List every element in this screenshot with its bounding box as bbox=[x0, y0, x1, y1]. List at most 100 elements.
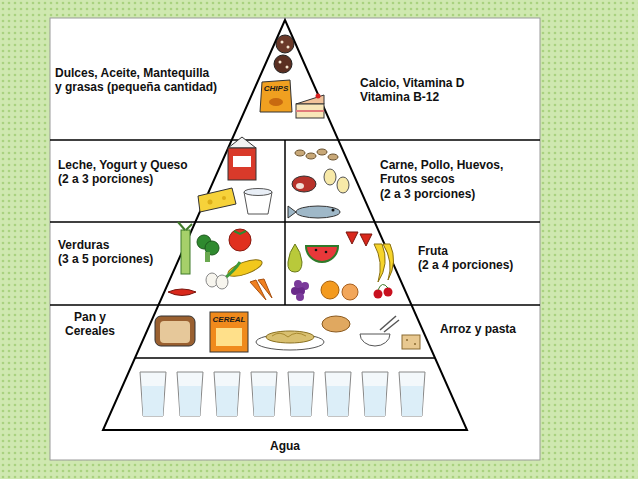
text-column: Fruta(2 a 4 porciones) bbox=[418, 244, 530, 273]
fruit-icons bbox=[342, 284, 358, 300]
water-glasses bbox=[140, 372, 166, 416]
tier-band: Pan y Cereales Arroz y pasta bbox=[50, 305, 540, 358]
grain-icons bbox=[210, 312, 248, 352]
vegetable-icons bbox=[205, 252, 210, 262]
grain-icons bbox=[414, 343, 416, 345]
protein-icons bbox=[292, 176, 316, 192]
text-column: Calcio, Vitamina D Vitamina B-12 bbox=[360, 76, 490, 105]
package-label: CEREAL bbox=[210, 316, 248, 324]
water-glasses bbox=[362, 372, 388, 416]
grain-icons bbox=[155, 312, 420, 352]
sweets-icons bbox=[279, 61, 282, 64]
dairy-icons bbox=[198, 188, 236, 212]
background bbox=[50, 18, 540, 460]
text-column: Leche, Yogurt y Queso(2 a 3 porciones) bbox=[58, 158, 208, 187]
tier-band: Agua bbox=[50, 358, 540, 460]
sweets-icons bbox=[269, 98, 283, 106]
sweets-icons bbox=[296, 104, 324, 118]
sweets-icons bbox=[286, 66, 289, 69]
text-column: Pan y Cereales bbox=[55, 310, 125, 339]
grain-icons bbox=[216, 328, 242, 346]
dairy-icons bbox=[228, 148, 256, 180]
fruit-icons bbox=[321, 281, 339, 299]
group-label: Leche, Yogurt y Queso bbox=[58, 158, 208, 172]
vegetable-icons bbox=[181, 230, 190, 274]
water-glasses bbox=[253, 386, 275, 416]
grain-icons bbox=[266, 331, 314, 343]
sweets-icons bbox=[296, 110, 324, 112]
protein-icons bbox=[328, 154, 338, 160]
protein-icons bbox=[296, 206, 340, 218]
water-glasses bbox=[399, 372, 425, 416]
vegetable-icons bbox=[168, 222, 272, 300]
tier-band: Leche, Yogurt y Queso(2 a 3 porciones) Ca… bbox=[50, 140, 540, 222]
text-column: Verduras(3 a 5 porciones) bbox=[58, 238, 170, 267]
group-label: Pan y Cereales bbox=[55, 310, 125, 339]
sweets-icons bbox=[316, 94, 321, 99]
vegetable-icons bbox=[225, 262, 240, 278]
fruit-icons bbox=[378, 284, 388, 290]
water-glasses bbox=[216, 386, 238, 416]
water-glasses bbox=[251, 372, 277, 416]
fruit-icons bbox=[296, 293, 304, 301]
text-column: Agua bbox=[235, 439, 335, 453]
water-glasses bbox=[140, 372, 425, 416]
protein-icons bbox=[288, 149, 349, 218]
vegetable-icons bbox=[186, 224, 192, 230]
dairy-icons bbox=[208, 200, 213, 205]
water-glasses bbox=[325, 372, 351, 416]
text-column: Arroz y pasta bbox=[440, 322, 535, 336]
pyramid-outline bbox=[135, 357, 435, 359]
group-label: (2 a 3 porciones) bbox=[58, 172, 208, 186]
vegetable-icons bbox=[234, 231, 246, 234]
water-glasses bbox=[214, 372, 240, 416]
group-label: (3 a 5 porciones) bbox=[58, 252, 170, 266]
fruit-icons bbox=[384, 288, 393, 297]
sweets-icons bbox=[287, 46, 290, 49]
water-glasses bbox=[288, 372, 314, 416]
water-glasses bbox=[251, 372, 277, 416]
vegetable-icons bbox=[258, 279, 272, 298]
fruit-icons bbox=[325, 251, 328, 254]
sweets-icons bbox=[281, 41, 284, 44]
fruit-icons bbox=[346, 232, 358, 244]
text-column: Dulces, Aceite, Mantequilla y grasas (pe… bbox=[55, 66, 219, 95]
protein-icons bbox=[295, 150, 305, 156]
grain-icons bbox=[155, 316, 195, 346]
water-glasses bbox=[362, 372, 388, 416]
vegetable-icons bbox=[168, 289, 196, 296]
sweets-icons bbox=[274, 55, 292, 73]
water-glasses bbox=[140, 372, 166, 416]
fruit-icons bbox=[315, 249, 318, 252]
water-glasses bbox=[401, 386, 423, 416]
grain-icons bbox=[322, 316, 350, 332]
grain-icons bbox=[272, 333, 306, 337]
water-glasses bbox=[177, 372, 203, 416]
fruit-icons bbox=[374, 290, 383, 299]
water-glasses bbox=[142, 386, 164, 416]
pyramid-outline bbox=[50, 304, 540, 306]
sweets-icons bbox=[260, 80, 292, 112]
water-glasses bbox=[179, 386, 201, 416]
vegetable-icons bbox=[216, 275, 228, 289]
sweets-icons bbox=[260, 35, 324, 118]
group-label: Calcio, Vitamina D Vitamina B-12 bbox=[360, 76, 490, 105]
group-label: Agua bbox=[235, 439, 335, 453]
fruit-icons bbox=[383, 244, 394, 280]
fruit-icons bbox=[288, 232, 394, 301]
vegetable-icons bbox=[229, 229, 251, 251]
group-label: Fruta bbox=[418, 244, 530, 258]
package-label: CHIPS bbox=[262, 85, 290, 93]
tier-band: Dulces, Aceite, Mantequilla y grasas (pe… bbox=[50, 18, 540, 140]
water-glasses bbox=[288, 372, 314, 416]
pyramid-outline bbox=[50, 221, 540, 223]
tier-band: Verduras(3 a 5 porciones) Fruta(2 a 4 por… bbox=[50, 222, 540, 305]
fruit-icons bbox=[294, 280, 302, 288]
water-glasses bbox=[290, 386, 312, 416]
protein-icons bbox=[296, 183, 304, 189]
group-label: Carne, Pollo, Huevos, Frutos secos bbox=[380, 158, 522, 187]
protein-icons bbox=[317, 149, 327, 155]
